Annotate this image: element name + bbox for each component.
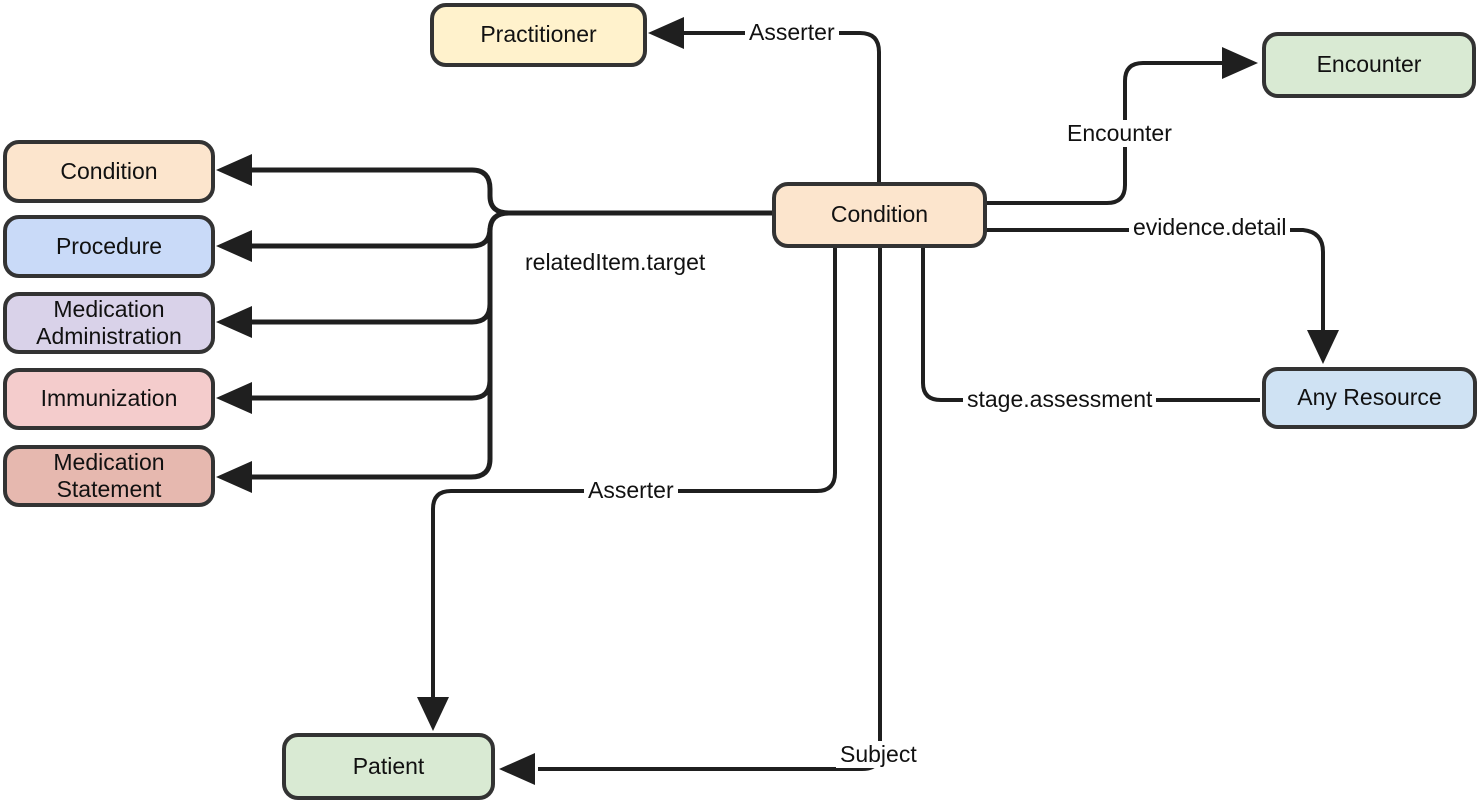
node-immunization: Immunization — [3, 368, 215, 430]
arrowhead-into-medadmin — [216, 306, 252, 338]
node-medication-administration-label: Medication Administration — [36, 295, 182, 349]
node-condition-target: Condition — [3, 140, 215, 203]
edge-label-encounter: Encounter — [1063, 120, 1176, 148]
node-practitioner: Practitioner — [430, 3, 647, 67]
node-any-resource-label: Any Resource — [1297, 384, 1442, 411]
edge-label-asserter-top: Asserter — [745, 19, 839, 47]
node-patient-label: Patient — [352, 752, 425, 779]
node-procedure: Procedure — [3, 215, 215, 278]
node-medication-statement: Medication Statement — [3, 445, 215, 507]
node-procedure-label: Procedure — [55, 232, 163, 259]
node-any-resource: Any Resource — [1262, 367, 1477, 429]
node-immunization-label: Immunization — [40, 385, 178, 412]
edge-relateditem-branch-procedure — [224, 227, 493, 249]
edge-asserter-to-practitioner — [680, 31, 881, 182]
edge-label-subject: Subject — [836, 741, 921, 769]
node-patient: Patient — [282, 733, 495, 800]
node-encounter-label: Encounter — [1316, 51, 1422, 78]
edge-stage-assessment — [921, 248, 1260, 402]
node-condition-target-label: Condition — [60, 157, 158, 184]
edge-relateditem-branch-condition-and-trunk — [224, 167, 773, 216]
edge-asserter-to-patient — [431, 248, 837, 700]
edge-relateditem-branch-medadmin — [224, 303, 493, 325]
edge-label-evidence-detail: evidence.detail — [1129, 214, 1291, 242]
edge-relateditem-vertical-and-branch-medstatement — [224, 210, 510, 480]
edge-label-asserter-middle: Asserter — [584, 477, 678, 505]
node-medication-administration: Medication Administration — [3, 292, 215, 354]
arrowhead-into-patient-right — [499, 753, 535, 785]
edge-evidence-detail — [987, 228, 1325, 334]
arrowhead-into-condition-left — [216, 154, 252, 186]
arrowhead-into-encounter — [1222, 47, 1258, 79]
node-condition-main: Condition — [772, 182, 987, 248]
edge-relateditem-branch-immunization — [224, 379, 493, 401]
node-medication-statement-label: Medication Statement — [53, 448, 165, 502]
arrowhead-into-medstatement — [216, 461, 252, 493]
arrowhead-into-anyresource — [1307, 330, 1339, 364]
edge-subject-to-patient — [538, 248, 882, 771]
arrowhead-into-patient-top — [417, 697, 449, 731]
arrowhead-into-practitioner — [648, 17, 684, 49]
arrowhead-into-immunization — [216, 382, 252, 414]
edge-label-stage-assessment: stage.assessment — [963, 386, 1157, 414]
node-practitioner-label: Practitioner — [480, 21, 597, 48]
node-encounter: Encounter — [1262, 32, 1476, 98]
edge-label-relateditem-target: relatedItem.target — [521, 249, 710, 277]
arrowhead-into-procedure — [216, 230, 252, 262]
node-condition-main-label: Condition — [830, 201, 929, 228]
